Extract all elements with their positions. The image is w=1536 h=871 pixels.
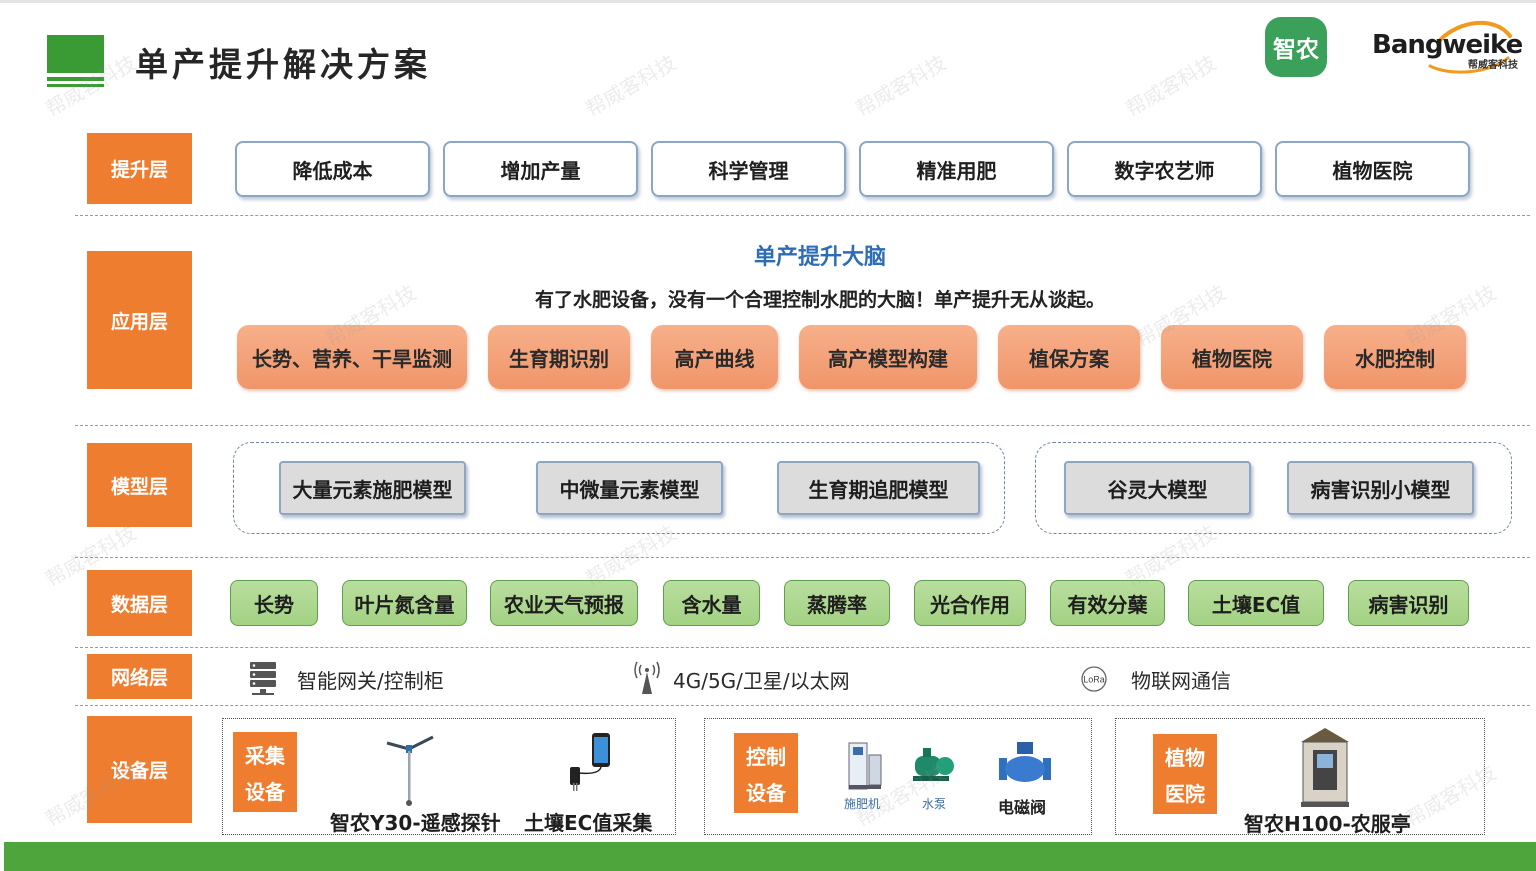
brain-subtitle: 有了水肥设备，没有一个合理控制水肥的大脑！单产提升无从谈起。 bbox=[534, 289, 1105, 311]
app-box: 高产曲线 bbox=[651, 325, 778, 389]
data-item: 农业天气预报 bbox=[490, 580, 638, 626]
outcome-box: 数字农艺师 bbox=[1067, 141, 1262, 197]
antenna-icon bbox=[634, 661, 660, 694]
brain-title: 单产提升大脑 bbox=[753, 245, 886, 270]
title-mark-icon bbox=[47, 35, 104, 87]
app-box: 长势、营养、干旱监测 bbox=[237, 325, 467, 389]
model-box: 生育期追肥模型 bbox=[777, 461, 980, 515]
top-border bbox=[0, 0, 1536, 3]
watermark: 帮威客科技 bbox=[1121, 50, 1221, 122]
server-rack-icon bbox=[250, 662, 276, 695]
layer-label-application: 应用层 bbox=[87, 251, 192, 389]
app-box: 水肥控制 bbox=[1324, 325, 1466, 389]
outcome-box: 精准用肥 bbox=[859, 141, 1054, 197]
solenoid-valve-icon bbox=[999, 742, 1051, 782]
layer-label-network: 网络层 bbox=[87, 654, 192, 699]
data-item: 叶片氮含量 bbox=[342, 580, 467, 626]
layer-label-data: 数据层 bbox=[87, 570, 192, 636]
model-group-ai bbox=[1035, 442, 1512, 534]
remote-probe-icon bbox=[386, 735, 434, 806]
data-item: 光合作用 bbox=[914, 580, 1026, 626]
app-box: 植物医院 bbox=[1161, 325, 1303, 389]
bottom-bar bbox=[4, 842, 1536, 871]
model-box: 病害识别小模型 bbox=[1287, 461, 1474, 515]
watermark: 帮威客科技 bbox=[581, 50, 681, 122]
network-gateway-label: 智能网关/控制柜 bbox=[297, 669, 444, 693]
model-box: 大量元素施肥模型 bbox=[279, 461, 466, 515]
app-box: 植保方案 bbox=[998, 325, 1140, 389]
divider bbox=[75, 705, 1530, 706]
layer-label-device: 设备层 bbox=[87, 716, 192, 823]
fertilizer-machine-caption: 施肥机 bbox=[844, 797, 881, 811]
outcome-box: 植物医院 bbox=[1275, 141, 1470, 197]
probe-caption: 智农Y30-遥感探针 bbox=[330, 811, 501, 835]
model-box: 谷灵大模型 bbox=[1064, 461, 1251, 515]
control-device-box bbox=[704, 718, 1092, 835]
data-item: 有效分蘖 bbox=[1050, 580, 1165, 626]
network-wan-label: 4G/5G/卫星/以太网 bbox=[673, 669, 850, 693]
data-item: 含水量 bbox=[663, 580, 760, 626]
outcome-box: 降低成本 bbox=[235, 141, 430, 197]
data-item: 长势 bbox=[230, 580, 318, 626]
collect-device-tag: 采集设备 bbox=[233, 732, 297, 812]
app-box: 生育期识别 bbox=[488, 325, 630, 389]
plant-clinic-box bbox=[1115, 718, 1485, 835]
ec-collect-caption: 土壤EC值采集 bbox=[524, 811, 653, 835]
lora-icon: LoRa bbox=[1081, 666, 1107, 692]
model-box: 中微量元素模型 bbox=[536, 461, 723, 515]
data-item: 土壤EC值 bbox=[1188, 580, 1324, 626]
outcome-box: 科学管理 bbox=[651, 141, 846, 197]
data-item: 蒸腾率 bbox=[784, 580, 890, 626]
service-kiosk-icon bbox=[1301, 728, 1349, 807]
divider bbox=[75, 425, 1530, 426]
model-group-fertilizer bbox=[233, 442, 1005, 534]
collect-device-box bbox=[222, 718, 676, 835]
divider bbox=[75, 557, 1530, 558]
data-item: 病害识别 bbox=[1348, 580, 1469, 626]
outcome-box: 增加产量 bbox=[443, 141, 638, 197]
plant-clinic-tag: 植物医院 bbox=[1153, 734, 1217, 814]
divider bbox=[75, 215, 1530, 216]
kiosk-caption: 智农H100-农服亭 bbox=[1244, 812, 1411, 836]
ec-sensor-icon bbox=[570, 733, 610, 791]
fertilizer-machine-icon bbox=[848, 742, 882, 790]
page-title: 单产提升解决方案 bbox=[135, 45, 431, 84]
network-iot-label: 物联网通信 bbox=[1131, 669, 1231, 693]
control-device-tag: 控制设备 bbox=[734, 733, 798, 813]
solenoid-valve-caption: 电磁阀 bbox=[998, 798, 1047, 817]
zhinong-logo: 智农 bbox=[1265, 17, 1327, 77]
water-pump-icon bbox=[913, 748, 954, 781]
watermark: 帮威客科技 bbox=[851, 50, 951, 122]
divider bbox=[75, 647, 1530, 648]
app-box: 高产模型构建 bbox=[799, 325, 977, 389]
bangweike-logo: Bangweike 帮威客科技 bbox=[1370, 18, 1523, 76]
water-pump-caption: 水泵 bbox=[922, 797, 947, 811]
layer-label-upgrade: 提升层 bbox=[87, 133, 192, 204]
layer-label-model: 模型层 bbox=[87, 443, 192, 527]
svg-text:LoRa: LoRa bbox=[1083, 675, 1105, 685]
